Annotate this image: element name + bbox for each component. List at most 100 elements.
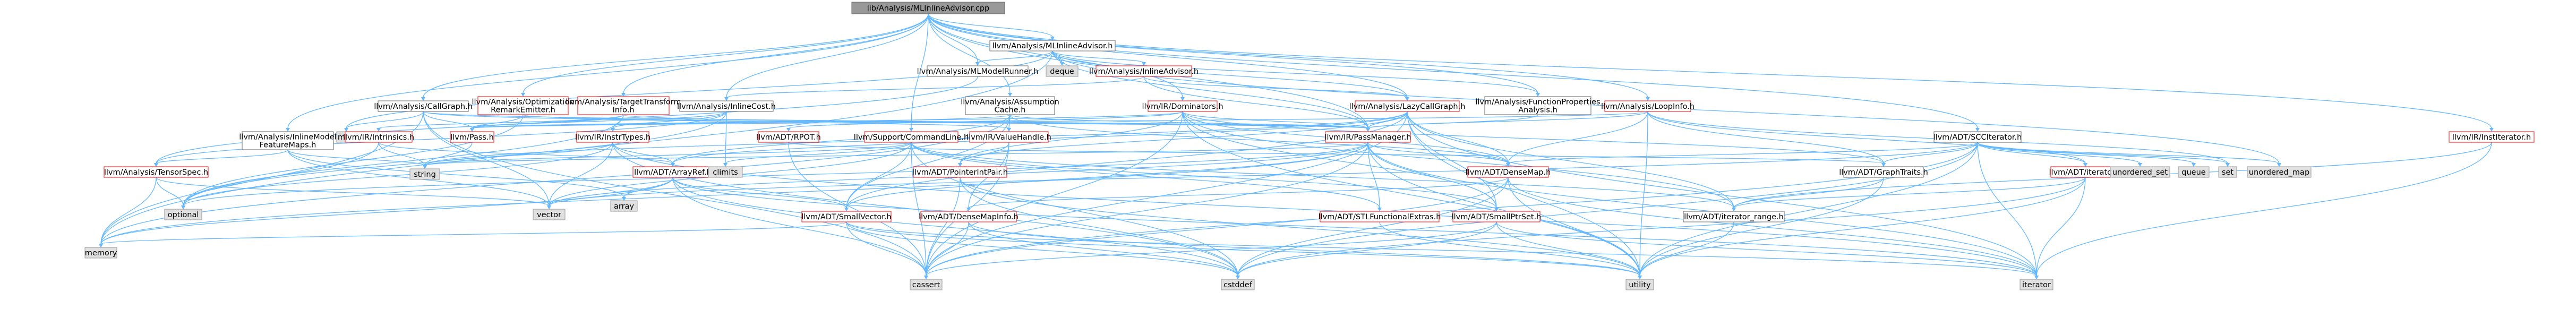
node-label: RemarkEmitter.h: [491, 106, 555, 115]
dependency-edge: [423, 111, 1009, 129]
edge-arrowhead: [423, 165, 427, 169]
edge-arrowhead: [1506, 163, 1510, 167]
graph-node-mlinlineadvisor-h[interactable]: llvm/Analysis/MLInlineAdvisor.h: [989, 40, 1116, 52]
node-label: deque: [1050, 67, 1074, 76]
node-label: utility: [1629, 281, 1651, 289]
graph-node-funcprops-h[interactable]: llvm/Analysis/FunctionPropertiesAnalysis…: [1475, 96, 1601, 115]
graph-node-institerator-h[interactable]: llvm/IR/InstIterator.h: [2449, 131, 2535, 143]
edge-arrowhead: [1008, 93, 1012, 97]
edge-arrowhead: [521, 93, 525, 97]
node-box: [708, 166, 743, 178]
graph-node-inlineadvisor-h[interactable]: llvm/Analysis/InlineAdvisor.h: [1089, 65, 1199, 77]
edge-arrowhead: [1494, 208, 1499, 211]
node-box: [2019, 279, 2053, 290]
dependency-edge: [1237, 177, 1509, 277]
graph-node-unordered-map: unordered_map: [2247, 166, 2312, 178]
node-box: [378, 100, 469, 112]
graph-node-rpot-h[interactable]: llvm/ADT/RPOT.h: [756, 131, 821, 143]
dependency-edge: [1052, 50, 1538, 94]
edge-arrowhead: [181, 205, 185, 209]
graph-node-densemapinfo-h[interactable]: llvm/ADT/DenseMapInfo.h: [919, 211, 1019, 222]
dependency-edge: [623, 13, 929, 94]
graph-node-mlmodelrunner-h[interactable]: llvm/Analysis/MLModelRunner.h: [917, 65, 1039, 77]
dependency-edge: [788, 111, 1183, 129]
graph-node-graphtraits-h[interactable]: llvm/ADT/GraphTraits.h: [1839, 166, 1928, 178]
edge-arrowhead: [723, 163, 728, 167]
graph-node-commandline-h[interactable]: llvm/Support/CommandLine.h: [854, 131, 969, 143]
dependency-edge: [926, 221, 969, 277]
dependency-edge: [287, 149, 624, 198]
graph-node-dominators-h[interactable]: llvm/IR/Dominators.h: [1142, 100, 1223, 112]
dependency-edge: [726, 13, 929, 98]
edge-arrowhead: [376, 128, 381, 132]
dependency-edge: [424, 142, 1368, 166]
graph-node-irpassmanager-h[interactable]: llvm/IR/PassManager.h: [1325, 131, 1411, 143]
dependency-edge: [672, 177, 927, 277]
dependency-edge: [926, 177, 961, 277]
graph-node-smallvector-h[interactable]: llvm/ADT/SmallVector.h: [801, 211, 892, 222]
node-label: unordered_map: [2249, 168, 2309, 177]
graph-node-optremark-h[interactable]: llvm/Analysis/OptimizationRemarkEmitter.…: [472, 96, 575, 115]
node-label: Analysis.h: [1518, 106, 1557, 115]
node-label: llvm/Analysis/MLInlineAdvisor.h: [992, 42, 1113, 50]
node-label: Cache.h: [995, 106, 1026, 115]
edge-arrowhead: [286, 128, 290, 132]
dependency-edge: [472, 111, 1648, 129]
dependency-edge: [725, 142, 912, 164]
node-box: [989, 40, 1116, 52]
node-label: llvm/ADT/SCCIterator.h: [1933, 133, 2022, 142]
graph-node-iterator-range-h[interactable]: llvm/ADT/iterator_range.h: [1683, 211, 1785, 222]
graph-node-climits: climits: [708, 166, 743, 178]
node-label: unordered_set: [2112, 168, 2168, 177]
node-box: [1933, 131, 2022, 143]
graph-node-stlfunctional-h[interactable]: llvm/ADT/STLFunctionalExtras.h: [1319, 211, 1441, 222]
graph-node-intrinsics-h[interactable]: llvm/IR/Intrinsics.h: [343, 131, 414, 143]
node-box: [1683, 211, 1785, 222]
graph-node-smallptrset-h[interactable]: llvm/ADT/SmallPtrSet.h: [1452, 211, 1542, 222]
dependency-edge: [928, 13, 2492, 129]
dependency-edge: [725, 111, 727, 164]
dependency-edge: [287, 149, 425, 166]
graph-node-lazycallgraph-h[interactable]: llvm/Analysis/LazyCallGraph.h: [1349, 100, 1466, 112]
graph-node-densemap-h[interactable]: llvm/ADT/DenseMap.h: [1466, 166, 1551, 178]
dependency-edge: [2036, 142, 2492, 277]
dependency-edge: [183, 114, 524, 207]
graph-node-instrtypes-h[interactable]: llvm/IR/InstrTypes.h: [575, 131, 651, 143]
dependency-edge: [788, 142, 1884, 164]
dependency-edge: [156, 177, 550, 207]
graph-node-loopinfo-h[interactable]: llvm/Analysis/LoopInfo.h: [1601, 100, 1694, 112]
node-box: [409, 168, 440, 180]
node-label: llvm/Analysis/FunctionProperties: [1475, 98, 1600, 107]
graph-node-pointerintpair-h[interactable]: llvm/ADT/PointerIntPair.h: [912, 166, 1008, 178]
graph-node-adt-iterator-h[interactable]: llvm/ADT/iterator.h: [2049, 166, 2122, 178]
node-box: [2247, 166, 2312, 178]
dependency-edge: [612, 142, 673, 164]
graph-node-pass-h[interactable]: llvm/Pass.h: [450, 131, 494, 143]
dependency-edge: [977, 50, 1053, 63]
graph-node-inlinecost-h[interactable]: llvm/Analysis/InlineCost.h: [677, 100, 776, 112]
edge-arrowhead: [2034, 276, 2039, 279]
dependency-edge: [1182, 111, 1734, 209]
dependency-edge: [960, 177, 1238, 277]
node-label: llvm/Analysis/LoopInfo.h: [1601, 102, 1694, 111]
graph-node-tensorspec-h[interactable]: llvm/Analysis/TensorSpec.h: [104, 166, 209, 178]
dependency-edge: [911, 142, 1380, 209]
graph-node-arrayref-h[interactable]: llvm/ADT/ArrayRef.h: [632, 166, 713, 178]
dependency-edge: [549, 142, 613, 207]
graph-node-valuehandle-h[interactable]: llvm/IR/ValueHandle.h: [966, 131, 1051, 143]
node-box: [1355, 100, 1460, 112]
node-box: [450, 131, 494, 143]
dependency-edge: [378, 142, 425, 166]
graph-node-scciterator-h[interactable]: llvm/ADT/SCCIterator.h: [1933, 131, 2022, 143]
edge-arrowhead: [1881, 163, 1886, 167]
node-box: [1452, 211, 1541, 222]
graph-node-callgraph-h[interactable]: llvm/Analysis/CallGraph.h: [374, 100, 473, 112]
dependency-edge: [1182, 111, 1884, 164]
node-label: queue: [2181, 168, 2206, 177]
dependency-edge: [926, 177, 1509, 277]
edge-arrowhead: [421, 97, 425, 101]
dependency-edge: [960, 142, 1009, 164]
